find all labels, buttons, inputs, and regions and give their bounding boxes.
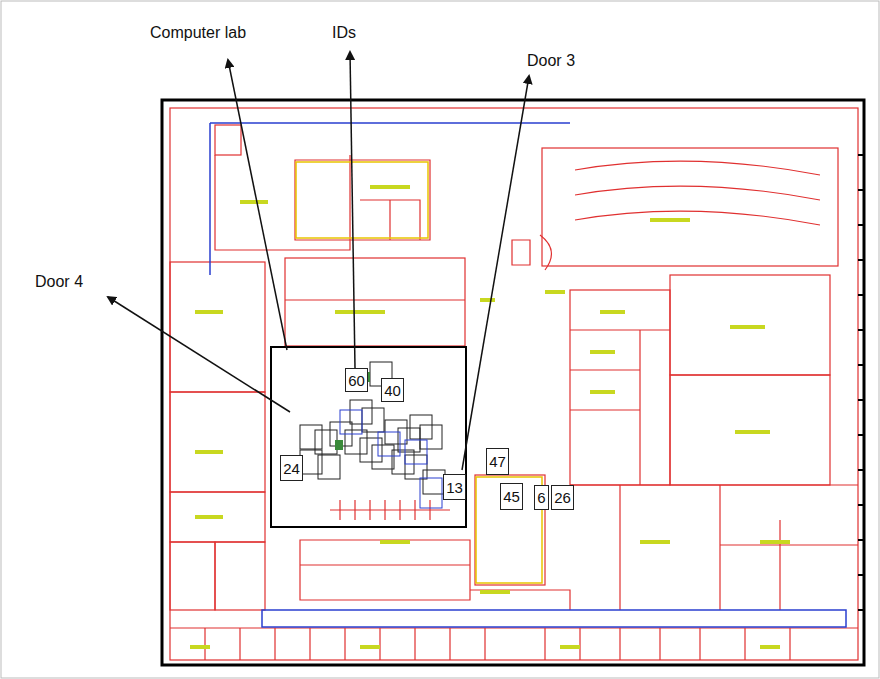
callout-label: Door 4 (33, 273, 85, 291)
id-box: 40 (381, 378, 404, 402)
id-number: 45 (503, 489, 520, 504)
id-box: 24 (280, 455, 303, 481)
id-number: 40 (384, 383, 401, 398)
id-box: 60 (345, 368, 368, 392)
id-number: 13 (446, 480, 463, 495)
id-number: 26 (554, 490, 571, 505)
callout-label: IDs (330, 24, 358, 42)
id-box: 6 (534, 485, 549, 510)
callout-label: Computer lab (148, 24, 248, 42)
callout-label: Door 3 (525, 52, 577, 70)
id-number: 60 (348, 373, 365, 388)
id-box: 26 (551, 485, 574, 510)
id-box: 13 (443, 474, 466, 500)
id-number: 47 (489, 454, 506, 469)
id-number: 6 (537, 490, 545, 505)
id-box: 45 (500, 483, 523, 510)
id-number: 24 (283, 461, 300, 476)
id-box: 47 (486, 448, 509, 475)
